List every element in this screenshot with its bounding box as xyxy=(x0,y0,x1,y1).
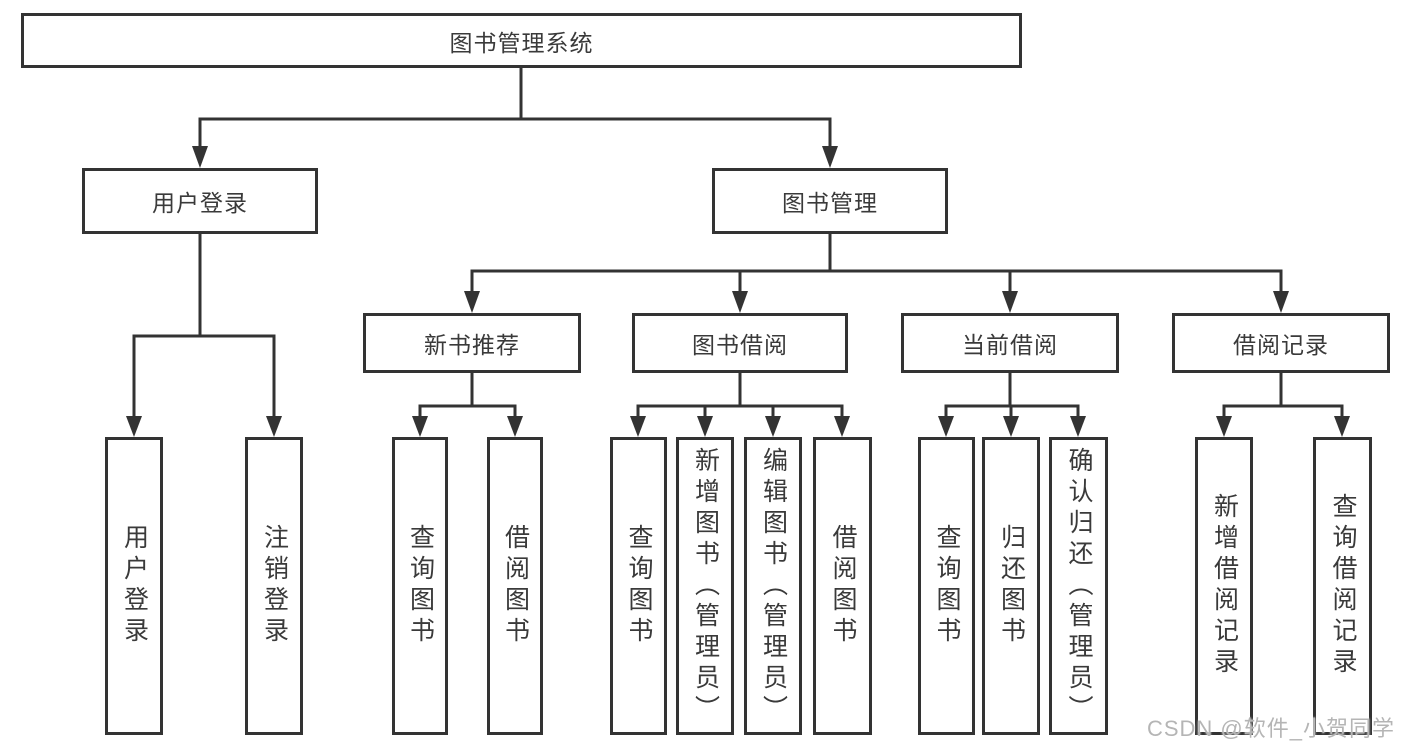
leaf-label: 新增借阅记录 xyxy=(1210,493,1239,679)
leaf-return-book: 归还图书 xyxy=(982,437,1040,735)
node-current-borrowing: 当前借阅 xyxy=(901,313,1119,373)
leaf-label: 编辑图书（管理员） xyxy=(759,446,788,726)
leaf-query-books-1: 查询图书 xyxy=(392,437,448,735)
leaf-user-login: 用户登录 xyxy=(105,437,163,735)
leaf-label: 用户登录 xyxy=(120,524,149,648)
leaf-query-books-3: 查询图书 xyxy=(918,437,975,735)
node-label: 当前借阅 xyxy=(962,332,1058,358)
leaf-label: 注销登录 xyxy=(260,524,289,648)
leaf-label: 查询图书 xyxy=(406,524,435,648)
leaf-add-book-admin: 新增图书（管理员） xyxy=(676,437,734,735)
leaf-label: 查询图书 xyxy=(625,524,653,648)
leaf-confirm-return-admin: 确认归还（管理员） xyxy=(1049,437,1108,735)
leaf-query-borrow-record: 查询借阅记录 xyxy=(1313,437,1372,735)
node-label: 图书管理 xyxy=(782,190,878,216)
leaf-borrow-books-1: 借阅图书 xyxy=(487,437,543,735)
node-library-management-system: 图书管理系统 xyxy=(21,13,1022,68)
node-new-book-recommend: 新书推荐 xyxy=(363,313,581,373)
leaf-label: 归还图书 xyxy=(997,524,1026,648)
csdn-watermark: CSDN @软件_小贺同学 xyxy=(1146,716,1395,741)
leaf-label: 确认归还（管理员） xyxy=(1065,446,1093,726)
leaf-borrow-books-2: 借阅图书 xyxy=(813,437,872,735)
node-label: 用户登录 xyxy=(152,190,248,216)
node-borrow-records: 借阅记录 xyxy=(1172,313,1390,373)
node-book-management: 图书管理 xyxy=(712,168,948,234)
node-label: 新书推荐 xyxy=(424,332,520,358)
node-user-login: 用户登录 xyxy=(82,168,318,234)
node-label: 图书借阅 xyxy=(692,332,788,358)
connector-arrowheads xyxy=(126,146,1350,437)
leaf-label: 查询借阅记录 xyxy=(1329,493,1357,679)
leaf-label: 查询图书 xyxy=(933,524,961,648)
leaf-label: 借阅图书 xyxy=(829,524,857,648)
node-label: 图书管理系统 xyxy=(449,29,594,56)
leaf-label: 借阅图书 xyxy=(501,524,530,648)
leaf-add-borrow-record: 新增借阅记录 xyxy=(1195,437,1253,735)
leaf-edit-book-admin: 编辑图书（管理员） xyxy=(744,437,802,735)
node-book-borrowing: 图书借阅 xyxy=(632,313,848,373)
connector-lines xyxy=(132,67,1344,418)
leaf-label: 新增图书（管理员） xyxy=(691,446,720,726)
leaf-query-books-2: 查询图书 xyxy=(610,437,667,735)
node-label: 借阅记录 xyxy=(1233,332,1329,358)
leaf-logout: 注销登录 xyxy=(245,437,303,735)
